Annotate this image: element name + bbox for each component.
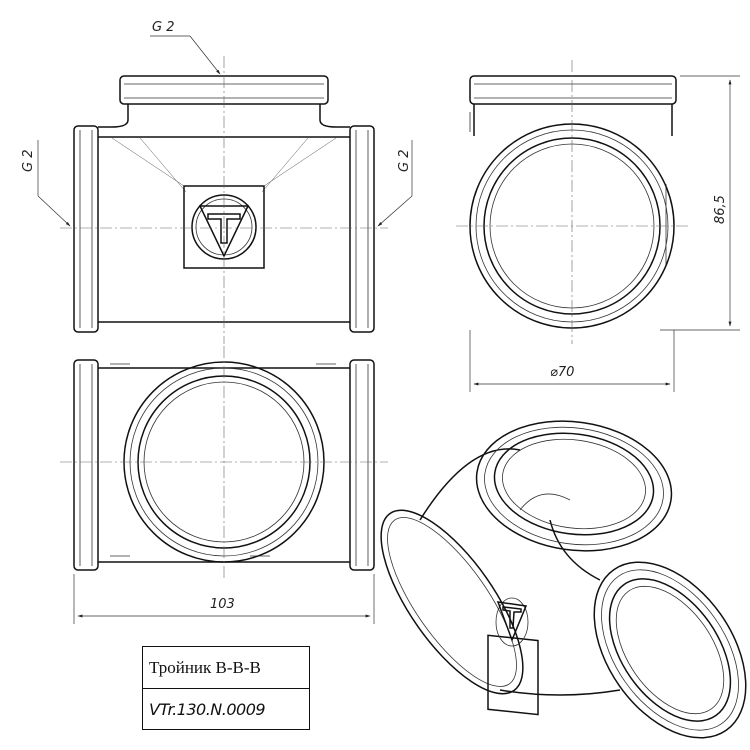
title-name-row: Тройник В-В-В [143,647,309,688]
front-view [60,56,388,344]
diameter-dimension: ⌀70 [469,330,675,392]
height-label: 86,5 [713,195,728,224]
length-label: 103 [210,597,235,612]
thread-left-leader: G 2 [21,140,71,227]
height-dimension: 86,5 [660,75,740,331]
thread-right-label: G 2 [397,150,412,172]
part-name: Тройник В-В-В [149,657,261,677]
diameter-label: ⌀70 [550,365,574,380]
isometric-view [380,420,747,739]
length-dimension: 103 [73,574,375,624]
thread-left-label: G 2 [21,150,36,172]
thread-right-leader: G 2 [377,140,413,227]
thread-top-leader: G 2 [150,20,221,75]
top-view [60,346,388,580]
side-view [456,60,690,344]
title-block: Тройник В-В-В VTr.130.N.0009 [142,646,310,730]
thread-top-label: G 2 [152,20,174,35]
title-code-row: VTr.130.N.0009 [143,688,309,729]
part-code: VTr.130.N.0009 [149,699,266,719]
